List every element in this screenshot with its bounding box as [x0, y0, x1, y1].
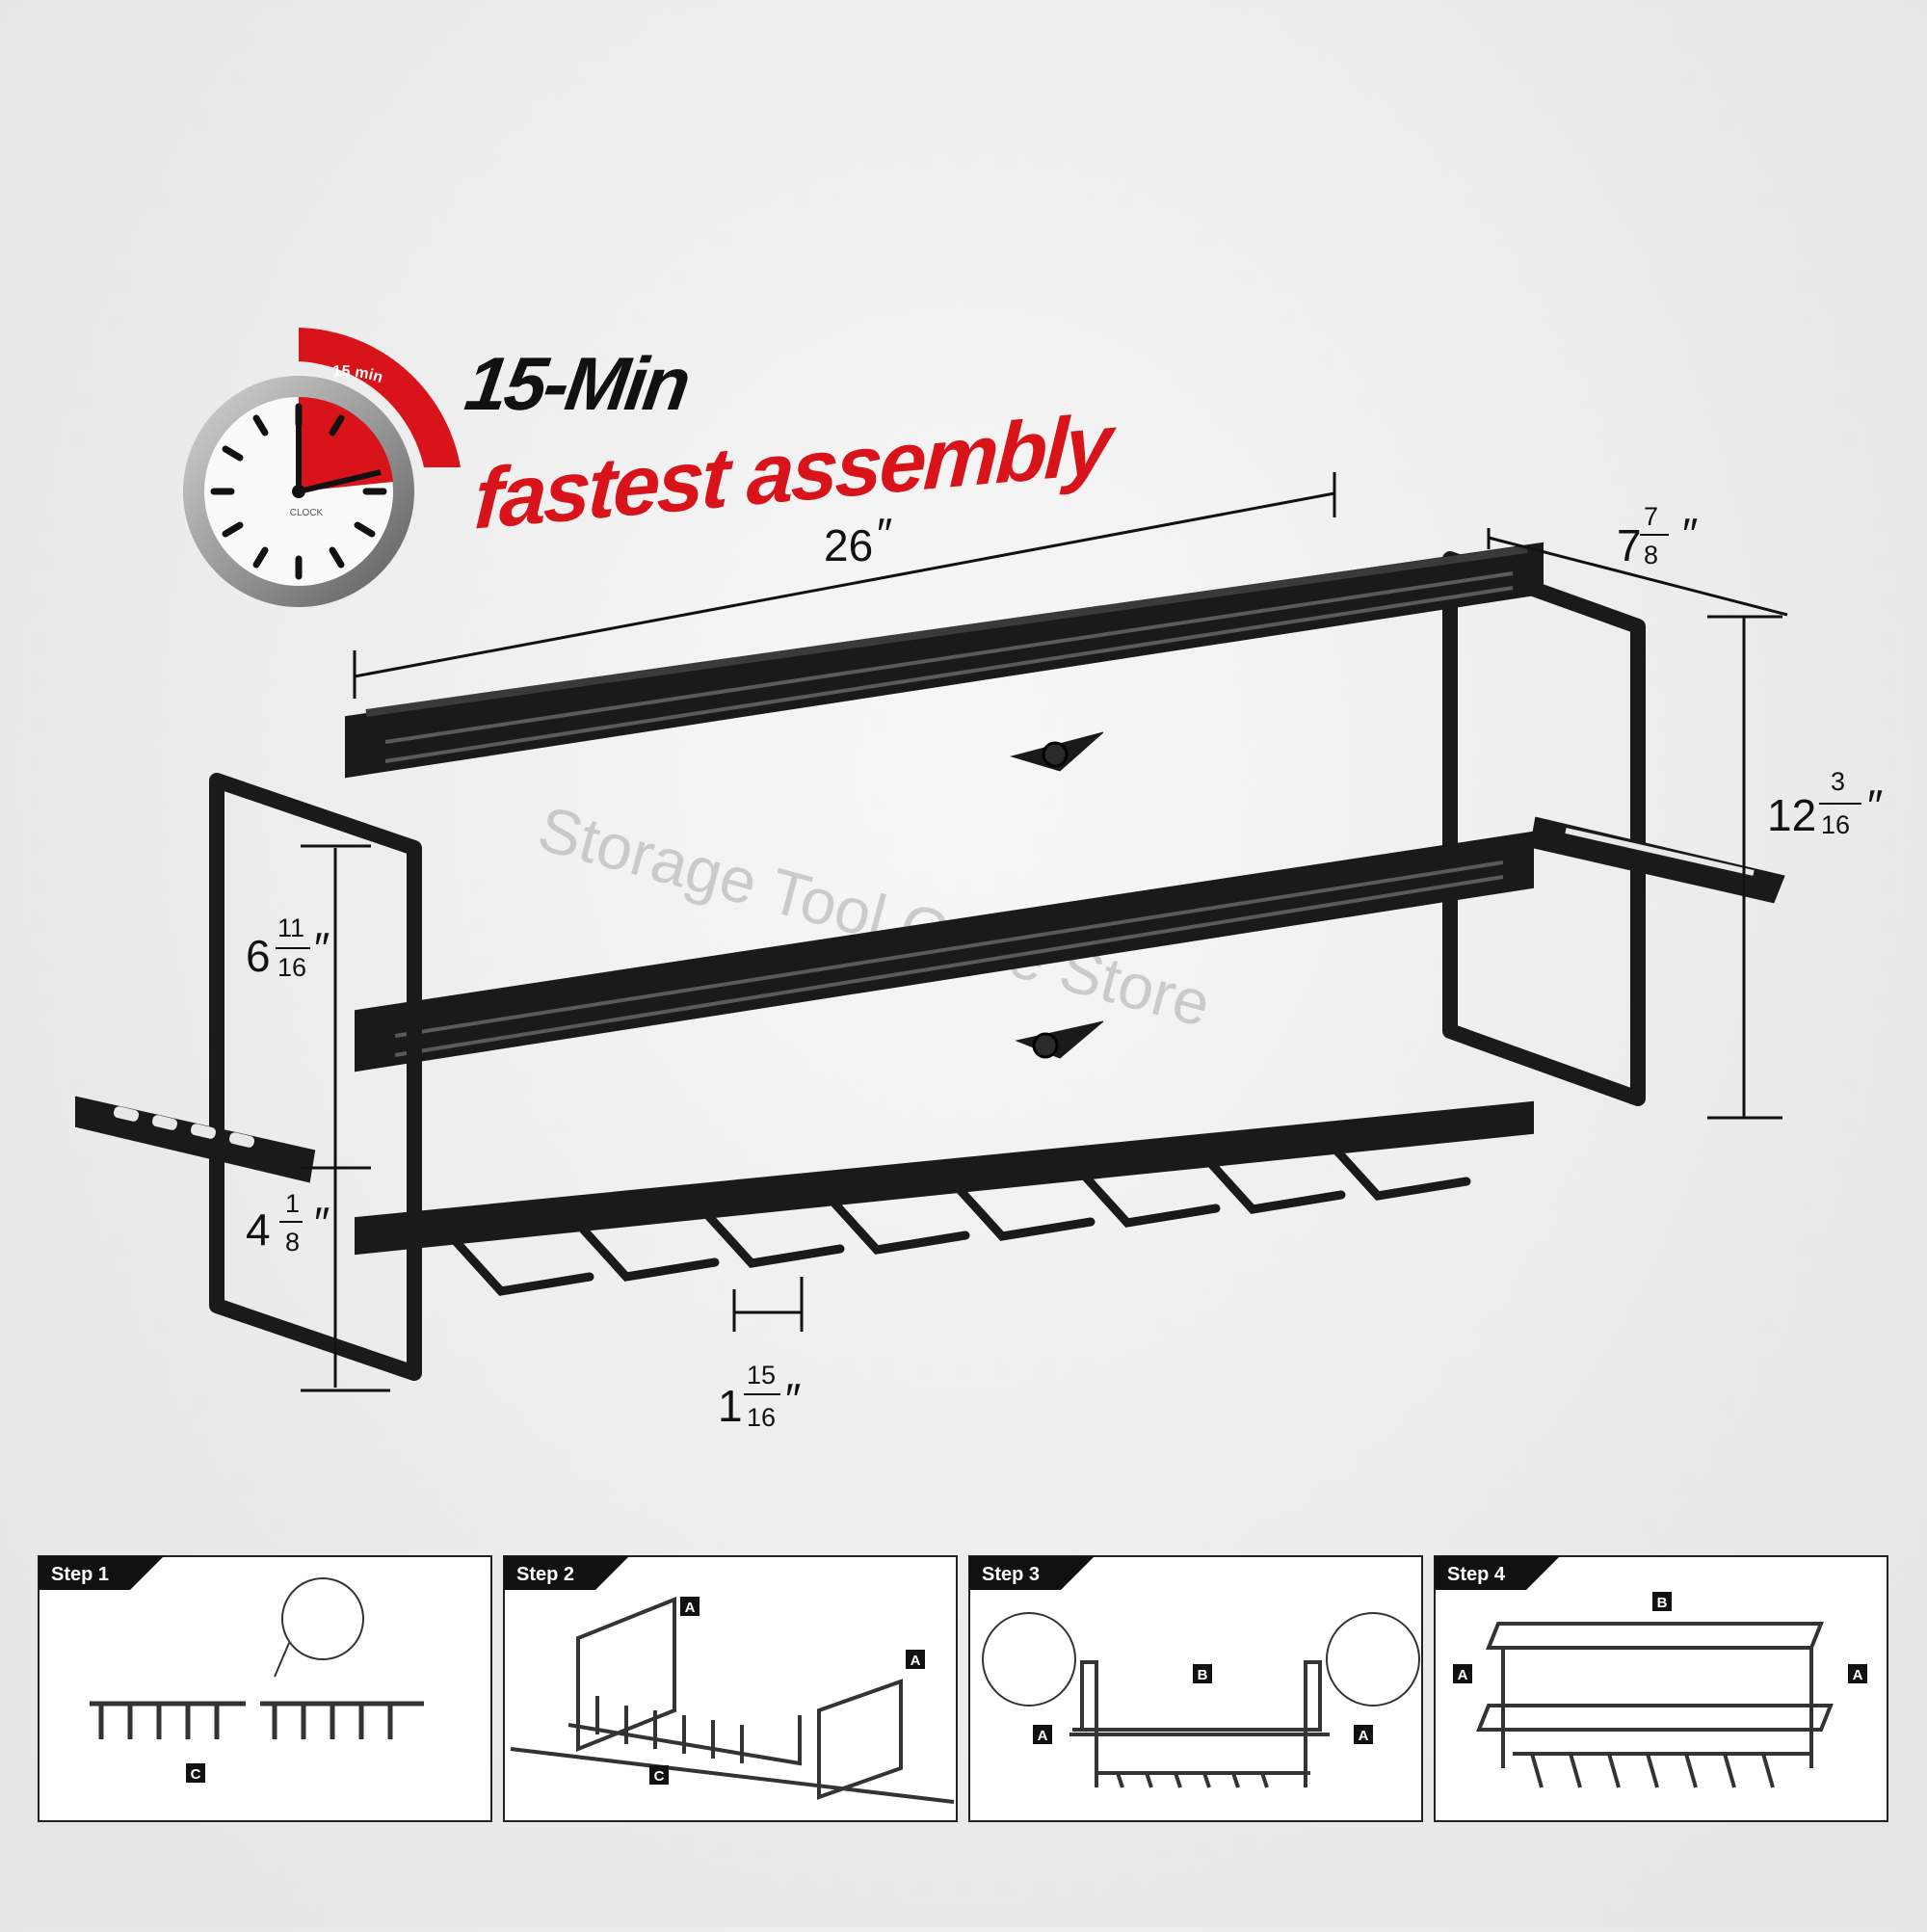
step-4-tag-a-left: A: [1458, 1667, 1468, 1683]
svg-text:7: 7: [1617, 520, 1642, 570]
middle-shelf: [355, 831, 1534, 1072]
step-1-label: Step 1: [51, 1564, 109, 1585]
top-shelf: [345, 542, 1544, 779]
tool-rack: [75, 542, 1785, 1381]
dim-depth-label: 7 7 8 ″: [1617, 502, 1698, 570]
svg-text:″: ″: [314, 923, 330, 973]
dim-bottom-gap-label: 4 1 8 ″: [246, 1189, 330, 1257]
right-side-bracket: [1442, 551, 1785, 1106]
left-side-bracket: [75, 773, 422, 1381]
step-2-tag-c: C: [654, 1768, 665, 1785]
step-3-tag-b: B: [1198, 1667, 1208, 1683]
step-4-label: Step 4: [1447, 1564, 1506, 1585]
svg-text:11: 11: [277, 913, 304, 942]
step-2-tag-a-right: A: [911, 1653, 921, 1669]
svg-text:6: 6: [246, 931, 271, 981]
clock-icon: CLOCK 15 min: [183, 328, 461, 607]
svg-text:″: ″: [1867, 781, 1883, 831]
clock-face-label: CLOCK: [290, 508, 324, 518]
svg-text:16: 16: [747, 1403, 776, 1432]
step-2-label: Step 2: [516, 1564, 574, 1585]
svg-text:26: 26: [824, 520, 873, 570]
svg-text:″: ″: [1682, 509, 1698, 559]
svg-text:8: 8: [285, 1228, 300, 1257]
svg-text:″: ″: [314, 1198, 330, 1248]
step-panel-2: Step 2 A A C: [503, 1555, 958, 1822]
svg-text:4: 4: [246, 1204, 271, 1255]
step-1-tag-c: C: [191, 1766, 201, 1783]
svg-text:15: 15: [747, 1361, 776, 1389]
svg-text:12: 12: [1767, 790, 1816, 840]
dim-width-label: 26 ″: [824, 509, 892, 570]
step-3-label: Step 3: [982, 1564, 1040, 1585]
headline-line1: 15-Min: [461, 341, 693, 426]
dim-slot-width-label: 1 15 16 ″: [718, 1361, 801, 1432]
svg-text:7: 7: [1644, 502, 1658, 531]
svg-text:16: 16: [1821, 810, 1850, 839]
svg-text:1: 1: [285, 1189, 300, 1218]
step-3-tag-a-left: A: [1038, 1728, 1048, 1744]
step-panel-1: Step 1 C: [38, 1555, 492, 1822]
step-4-tag-a-right: A: [1853, 1667, 1863, 1683]
svg-text:16: 16: [277, 953, 306, 982]
svg-text:3: 3: [1831, 767, 1845, 796]
dim-height-label: 12 3 16 ″: [1767, 767, 1883, 840]
svg-text:″: ″: [877, 509, 892, 559]
bottom-tool-bar: [355, 1100, 1534, 1296]
dimension-lines: [301, 472, 1788, 1392]
step-3-tag-a-right: A: [1359, 1728, 1369, 1744]
step-panel-4: Step 4 B A A: [1434, 1555, 1888, 1822]
svg-text:″: ″: [785, 1374, 801, 1424]
svg-text:8: 8: [1644, 541, 1658, 569]
step-2-tag-a-top: A: [685, 1600, 696, 1616]
step-4-tag-b: B: [1657, 1595, 1668, 1611]
svg-text:1: 1: [718, 1381, 743, 1431]
step-panel-3: Step 3 B A A: [968, 1555, 1423, 1822]
dim-shelf-gap-label: 6 11 16 ″: [246, 913, 330, 982]
